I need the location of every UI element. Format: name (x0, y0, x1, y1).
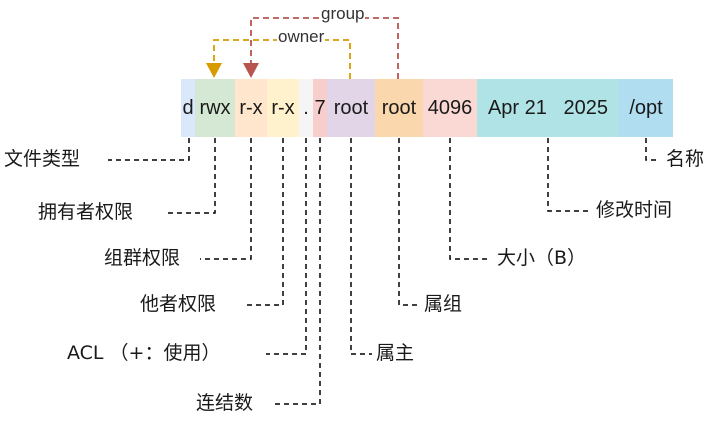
label-acl: ACL （+：使用） (67, 342, 221, 364)
label-size: 大小（B） (497, 247, 587, 269)
connector-name (645, 138, 658, 161)
connector-size (449, 138, 490, 260)
segment-text: r-x (239, 96, 263, 119)
group-arrow-label: group (320, 4, 366, 23)
segment-text: root (333, 96, 369, 119)
segment-owner-perm: rwx (195, 79, 235, 137)
segment-text: r-x (271, 96, 295, 119)
connector-type (108, 138, 190, 161)
connector-group-perm (200, 138, 252, 260)
segment-size: 4096 (423, 79, 477, 137)
segment-name: /opt (619, 79, 673, 137)
segment-acl: . (299, 79, 313, 137)
segment-text: 7 (314, 96, 326, 119)
segment-group: root (375, 79, 423, 137)
segment-text: Apr 21 2025 (487, 96, 609, 119)
connector-other-perm (244, 138, 284, 306)
segment-text: rwx (199, 96, 231, 119)
segment-type: d (181, 79, 195, 137)
label-other-perm: 他者权限 (140, 293, 217, 315)
segment-links: 7 (313, 79, 327, 137)
label-links: 连结数 (196, 392, 254, 414)
connector-acl (266, 138, 307, 355)
owner-arrow-label: owner (277, 27, 326, 46)
connector-group (398, 138, 420, 306)
segment-text: root (381, 96, 417, 119)
segment-text: 4096 (427, 96, 473, 119)
label-name: 名称 (666, 148, 705, 170)
connector-owner (350, 138, 372, 355)
segment-text: . (303, 96, 309, 119)
connector-owner-perm (166, 138, 216, 214)
label-mtime: 修改时间 (596, 199, 673, 221)
label-owner: 属主 (376, 342, 415, 364)
segment-other-perm: r-x (267, 79, 299, 137)
segment-group-perm: r-x (235, 79, 267, 137)
segment-text: d (182, 96, 194, 119)
segment-owner: root (327, 79, 375, 137)
label-group-perm: 组群权限 (104, 247, 181, 269)
label-group: 属组 (424, 293, 463, 315)
segment-text: /opt (629, 96, 663, 119)
label-type: 文件类型 (4, 148, 81, 170)
connector-mtime (547, 138, 589, 212)
connector-links (272, 138, 321, 405)
segment-mtime: Apr 21 2025 (477, 79, 619, 137)
owner-arrowhead-icon (206, 63, 222, 78)
group-arrowhead-icon (243, 63, 259, 78)
label-owner-perm: 拥有者权限 (38, 201, 134, 223)
